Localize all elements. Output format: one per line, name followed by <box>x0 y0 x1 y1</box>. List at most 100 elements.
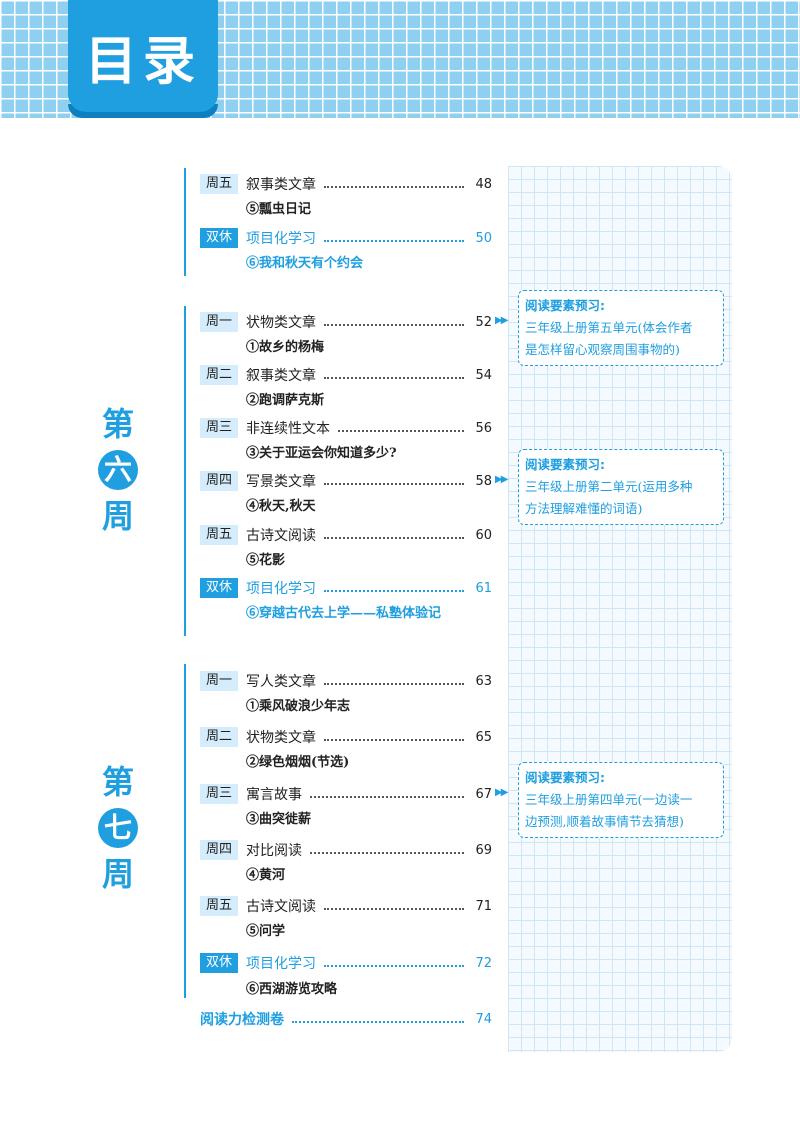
section-divider-top <box>184 168 186 276</box>
toc-entry[interactable]: 周一 写人类文章 63 <box>200 670 492 692</box>
entry-subtitle: ①故乡的杨梅 <box>246 340 325 355</box>
week-prefix: 第 <box>101 763 134 801</box>
entry-subtitle: ④秋天,秋天 <box>246 499 316 514</box>
dot-leader <box>324 908 464 910</box>
day-tab: 周一 <box>200 671 238 691</box>
page-title: 目录 <box>84 31 201 92</box>
day-tab: 周三 <box>200 418 238 438</box>
day-tab: 周五 <box>200 896 238 916</box>
entry-title: 状物类文章 <box>246 315 316 331</box>
toc-entry[interactable]: 周五 古诗文阅读 60 <box>200 524 492 546</box>
dot-leader <box>324 186 464 188</box>
arrow-icon: ▶▶ <box>495 787 508 798</box>
week-suffix: 周 <box>101 855 134 893</box>
day-tab: 周四 <box>200 471 238 491</box>
reading-preview-box: 阅读要素预习: 三年级上册第五单元(体会作者 是怎样留心观察周围事物的) <box>518 290 724 366</box>
dot-leader <box>292 1021 464 1023</box>
section-divider-week7 <box>184 664 186 998</box>
toc-entry-final-test[interactable]: 阅读力检测卷 74 <box>200 1008 492 1030</box>
preview-heading: 阅读要素预习: <box>525 770 605 785</box>
page-number: 71 <box>475 898 492 914</box>
title-tab: 目录 <box>68 0 218 112</box>
toc-entry[interactable]: 周二 状物类文章 65 <box>200 726 492 748</box>
entry-title: 叙事类文章 <box>246 368 316 384</box>
entry-subtitle: ③关于亚运会你知道多少? <box>246 446 397 461</box>
dot-leader <box>324 683 464 685</box>
page-number: 54 <box>475 367 492 383</box>
page-number: 72 <box>475 955 492 971</box>
entry-subtitle: ⑥西湖游览攻略 <box>246 982 338 997</box>
preview-line: 三年级上册第二单元(运用多种 <box>525 479 693 494</box>
entry-subtitle: ③曲突徙薪 <box>246 812 312 827</box>
toc-entry[interactable]: 周二 叙事类文章 54 <box>200 364 492 386</box>
page-number: 69 <box>475 842 492 858</box>
preview-heading: 阅读要素预习: <box>525 298 605 313</box>
reading-preview-box: 阅读要素预习: 三年级上册第二单元(运用多种 方法理解难懂的词语) <box>518 449 724 525</box>
reading-preview-box: 阅读要素预习: 三年级上册第四单元(一边读一 边预测,顺着故事情节去猜想) <box>518 762 724 838</box>
day-tab: 双休 <box>200 578 238 598</box>
entry-title: 非连续性文本 <box>246 421 330 437</box>
entry-subtitle: ①乘风破浪少年志 <box>246 699 351 714</box>
day-tab: 周三 <box>200 784 238 804</box>
entry-title: 古诗文阅读 <box>246 899 316 915</box>
toc-entry[interactable]: 双休 项目化学习 50 <box>200 227 492 249</box>
day-tab: 周五 <box>200 525 238 545</box>
page-number: 61 <box>475 580 492 596</box>
day-tab: 双休 <box>200 228 238 248</box>
day-tab: 周一 <box>200 312 238 332</box>
preview-line: 三年级上册第四单元(一边读一 <box>525 792 693 807</box>
toc-entry[interactable]: 周四 写景类文章 58 <box>200 470 492 492</box>
entry-subtitle: ⑥我和秋天有个约会 <box>246 256 364 271</box>
toc-entry[interactable]: 双休 项目化学习 72 <box>200 952 492 974</box>
entry-subtitle: ⑤花影 <box>246 553 286 568</box>
entry-title: 叙事类文章 <box>246 177 316 193</box>
section-divider-week6 <box>184 306 186 636</box>
dot-leader <box>324 739 464 741</box>
toc-entry[interactable]: 周三 寓言故事 67 <box>200 783 492 805</box>
preview-heading: 阅读要素预习: <box>525 457 605 472</box>
entry-subtitle: ⑤瓢虫日记 <box>246 202 312 217</box>
preview-line: 是怎样留心观察周围事物的) <box>525 342 680 357</box>
page-number: 48 <box>475 176 492 192</box>
toc-entry[interactable]: 周三 非连续性文本 56 <box>200 417 492 439</box>
entry-subtitle: ②跑调萨克斯 <box>246 393 325 408</box>
toc-entry[interactable]: 周一 状物类文章 52 <box>200 311 492 333</box>
preview-line: 三年级上册第五单元(体会作者 <box>525 320 693 335</box>
entry-title: 项目化学习 <box>246 581 316 597</box>
dot-leader <box>324 324 464 326</box>
dot-leader <box>310 852 464 854</box>
day-tab: 周二 <box>200 365 238 385</box>
preview-line: 边预测,顺着故事情节去猜想) <box>525 814 684 829</box>
page-number: 56 <box>475 420 492 436</box>
toc-entry[interactable]: 周五 叙事类文章 48 <box>200 173 492 195</box>
entry-title: 项目化学习 <box>246 956 316 972</box>
day-tab: 双休 <box>200 953 238 973</box>
day-tab: 周四 <box>200 840 238 860</box>
arrow-icon: ▶▶ <box>495 474 508 485</box>
page-number: 63 <box>475 673 492 689</box>
entry-subtitle: ④黄河 <box>246 868 286 883</box>
dot-leader <box>324 483 464 485</box>
toc-entry[interactable]: 周四 对比阅读 69 <box>200 839 492 861</box>
entry-title: 项目化学习 <box>246 231 316 247</box>
toc-entry[interactable]: 周五 古诗文阅读 71 <box>200 895 492 917</box>
entry-subtitle: ⑤问学 <box>246 924 286 939</box>
page-number: 67 <box>475 786 492 802</box>
entry-subtitle: ⑥穿越古代去上学——私塾体验记 <box>246 606 442 621</box>
page-number: 65 <box>475 729 492 745</box>
page-number: 74 <box>475 1011 492 1027</box>
dot-leader <box>324 240 464 242</box>
dot-leader <box>324 590 464 592</box>
entry-title: 古诗文阅读 <box>246 528 316 544</box>
page-number: 58 <box>475 473 492 489</box>
entry-title: 寓言故事 <box>246 787 302 803</box>
dot-leader <box>324 537 464 539</box>
toc-entry[interactable]: 双休 项目化学习 61 <box>200 577 492 599</box>
week-prefix: 第 <box>101 405 134 443</box>
arrow-icon: ▶▶ <box>495 315 508 326</box>
dot-leader <box>324 377 464 379</box>
entry-title: 状物类文章 <box>246 730 316 746</box>
entry-title: 写人类文章 <box>246 674 316 690</box>
entry-title: 对比阅读 <box>246 843 302 859</box>
dot-leader <box>310 796 464 798</box>
